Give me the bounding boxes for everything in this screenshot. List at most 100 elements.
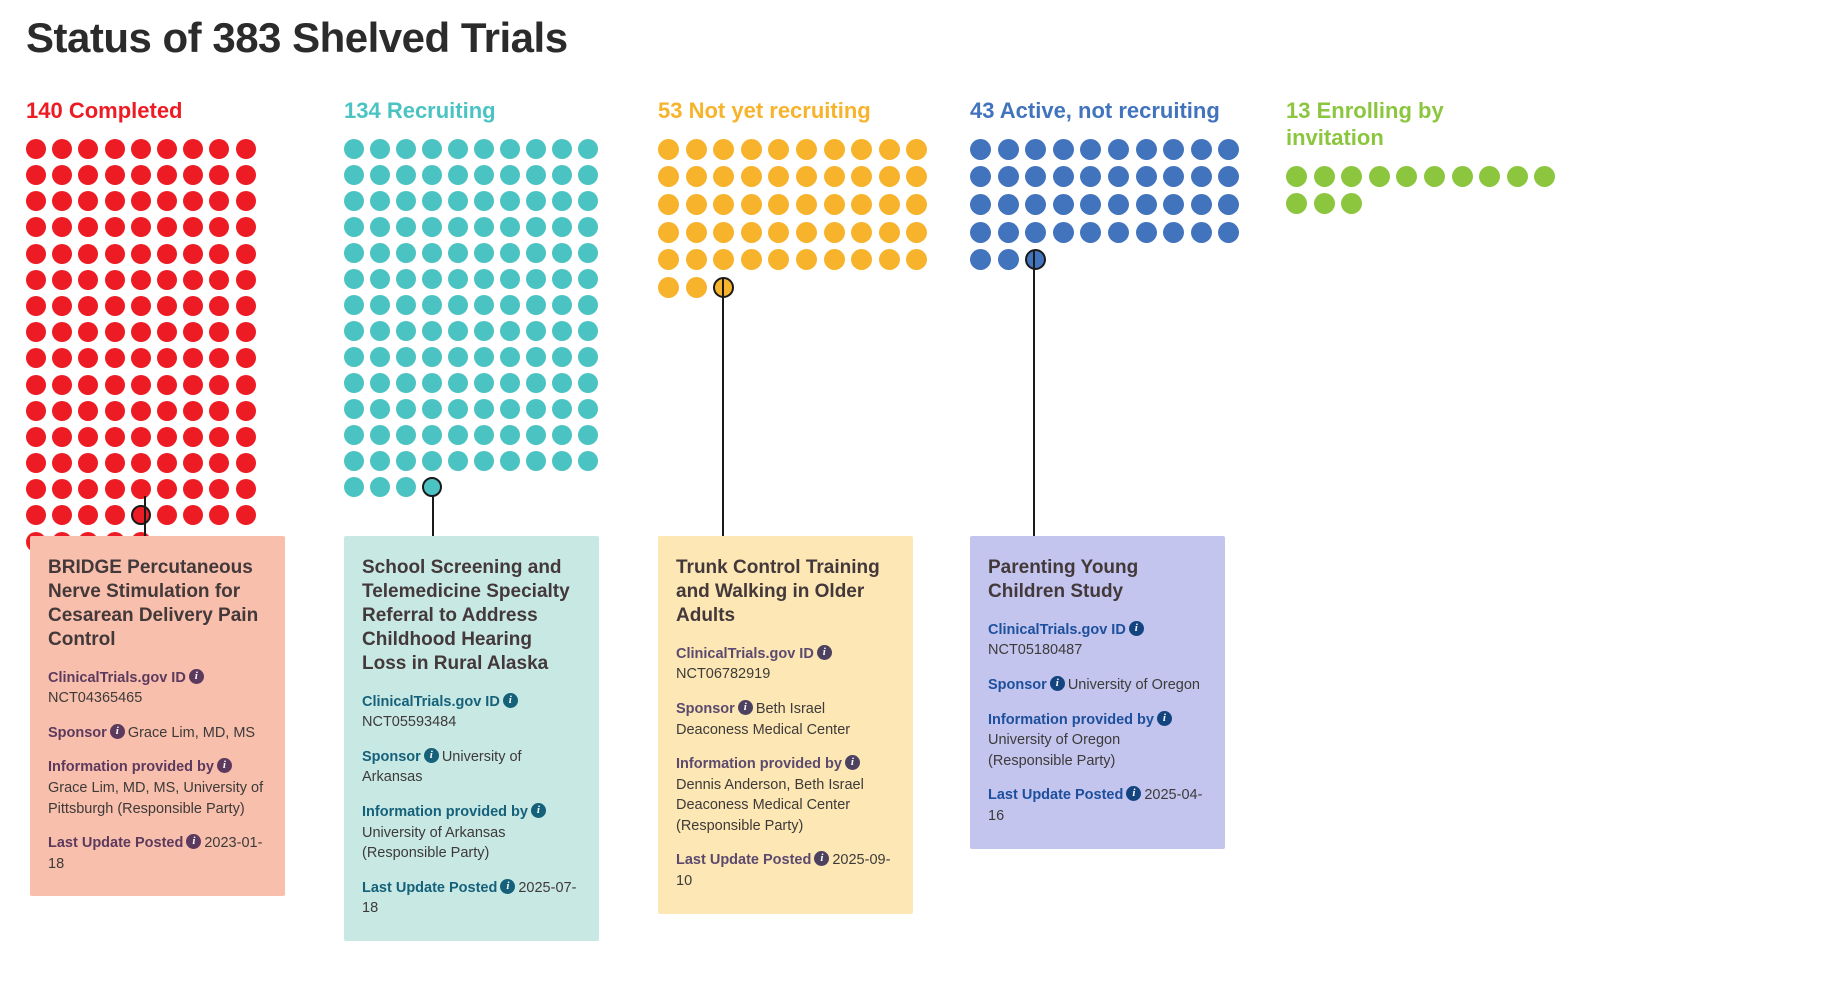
dot [52, 374, 73, 395]
dot-cell [156, 322, 177, 343]
dot-cell [52, 138, 73, 159]
dot-highlighted[interactable] [1025, 249, 1047, 271]
dot [183, 479, 204, 500]
dot [104, 374, 125, 395]
dot [500, 346, 520, 367]
dot [52, 269, 73, 290]
dot [104, 165, 125, 186]
dot [209, 217, 230, 238]
dot [130, 426, 151, 447]
info-icon[interactable] [1049, 675, 1065, 692]
dot [552, 398, 572, 419]
dot-cell [1190, 166, 1212, 188]
trial-id: ClinicalTrials.gov IDNCT05180487 [988, 620, 1207, 661]
info-icon[interactable] [188, 668, 204, 684]
dot [52, 400, 73, 421]
dot-cell [344, 294, 364, 315]
dot-cell [768, 249, 790, 271]
dot [1218, 166, 1240, 188]
dot [851, 221, 873, 243]
dot [370, 164, 390, 185]
card-not-yet-recruiting[interactable]: Trunk Control Training and Walking in Ol… [658, 536, 913, 914]
dot-cell [235, 243, 256, 264]
dot-cell [130, 348, 151, 369]
dot [78, 243, 99, 264]
dot [1163, 221, 1185, 243]
info-icon[interactable] [1128, 620, 1144, 636]
dot-cell [156, 269, 177, 290]
dot-cell [78, 217, 99, 238]
dot-cell [768, 221, 790, 243]
dot-cell [156, 191, 177, 212]
dot [104, 453, 125, 474]
dot-cell [52, 269, 73, 290]
dot-cell [26, 269, 46, 290]
dot-cell [422, 398, 442, 419]
info-icon[interactable] [216, 757, 232, 774]
info-icon[interactable] [500, 878, 516, 894]
dot-cell [1313, 165, 1335, 187]
info-icon[interactable] [530, 802, 546, 818]
dot [474, 372, 494, 393]
dot [156, 295, 177, 316]
status-group-enrolling-by-invitation: 13 Enrolling by invitation [1286, 98, 1586, 215]
dot-cell [235, 269, 256, 290]
info-icon[interactable] [502, 692, 518, 708]
dot-highlighted[interactable] [130, 505, 151, 526]
dot-cell [1135, 166, 1157, 188]
dot-cell [396, 424, 416, 445]
card-completed[interactable]: BRIDGE Percutaneous Nerve Stimulation fo… [30, 536, 285, 897]
info-icon[interactable] [109, 723, 125, 739]
info-icon[interactable] [814, 850, 830, 867]
dot-cell [396, 138, 416, 159]
dot [104, 295, 125, 316]
info-icon[interactable] [186, 833, 202, 850]
dot [1341, 193, 1363, 215]
dot-cell [235, 505, 256, 526]
dot [526, 268, 546, 289]
info-icon[interactable] [844, 754, 860, 771]
card-recruiting[interactable]: School Screening and Telemedicine Specia… [344, 536, 599, 941]
dot [474, 164, 494, 185]
dot [183, 322, 204, 343]
dot-cell [552, 190, 572, 211]
dot-cell [183, 217, 204, 238]
dot [851, 249, 873, 271]
last-update-posted-label: Last Update Posted [48, 835, 184, 852]
info-icon[interactable] [816, 644, 832, 660]
status-group-completed: 140 Completed [26, 98, 326, 552]
dot-cell [526, 372, 546, 393]
dot-cell [1313, 193, 1335, 215]
dot [104, 243, 125, 264]
dot [795, 138, 817, 160]
last-update-posted-label: Last Update Posted [676, 852, 812, 869]
info-icon[interactable] [1126, 785, 1142, 802]
dot-cell [500, 424, 520, 445]
dot [713, 166, 735, 188]
dot [156, 348, 177, 369]
dot [156, 479, 177, 500]
dot [130, 217, 151, 238]
info-icon[interactable] [423, 747, 439, 763]
dot-cell [422, 242, 442, 263]
dot [1163, 194, 1185, 216]
dot-cell [26, 453, 46, 474]
dot-cell [685, 249, 707, 271]
dot-cell [474, 346, 494, 367]
dot-cell [685, 194, 707, 216]
last-update-posted: Last Update Posted2025-09-10 [676, 850, 895, 891]
dot-cell [851, 249, 873, 271]
dot-cell [104, 191, 125, 212]
dot [156, 191, 177, 212]
dot-cell [183, 322, 204, 343]
dot-cell [52, 348, 73, 369]
dot [713, 138, 735, 160]
dot [52, 453, 73, 474]
dot-highlighted[interactable] [422, 476, 442, 497]
dot [183, 505, 204, 526]
info-icon[interactable] [737, 699, 753, 715]
info-icon[interactable] [1156, 710, 1172, 726]
dot [26, 138, 46, 159]
dot-cell [396, 294, 416, 315]
